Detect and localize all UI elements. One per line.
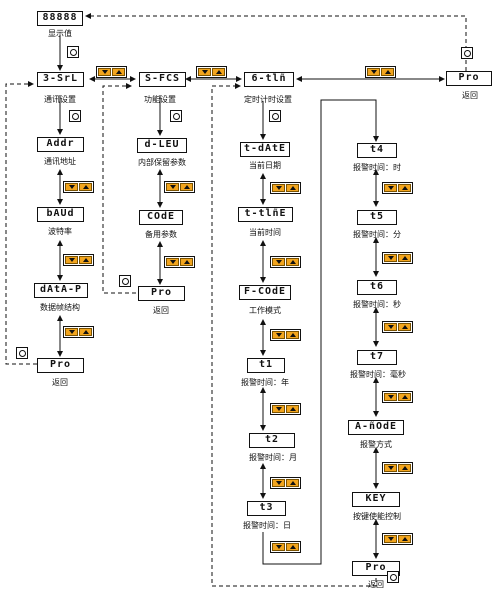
enter-key-icon — [69, 110, 81, 122]
up-down-keypad-icon — [382, 182, 413, 194]
up-down-keypad-icon — [270, 329, 301, 341]
up-down-keypad-icon — [270, 403, 301, 415]
return-func-label: 返回 — [153, 306, 169, 315]
up-down-keypad-icon — [96, 66, 127, 78]
alarm-day-lcd: t3 — [247, 501, 286, 516]
enter-key-icon — [461, 47, 473, 59]
up-down-keypad-icon — [270, 256, 301, 268]
return-comm-lcd: Pro — [37, 358, 84, 373]
current-time-lcd: t-tlñE — [238, 207, 293, 222]
current-date-lcd: t-dAtE — [240, 142, 290, 157]
comm-settings-label: 通讯设置 — [44, 95, 76, 104]
return-func-lcd: Pro — [138, 286, 185, 301]
key-enable-lcd: KEY — [352, 492, 400, 507]
up-down-keypad-icon — [63, 326, 94, 338]
alarm-mode-lcd: A-ñOdE — [348, 420, 404, 435]
alarm-hour-lcd: t4 — [357, 143, 397, 158]
return-timer-label: 返回 — [368, 580, 384, 589]
return-top-lcd: Pro — [446, 71, 492, 86]
comm-address-label: 通讯地址 — [44, 157, 76, 166]
alarm-month-label: 报警时间：月 — [249, 453, 297, 462]
enter-key-icon — [16, 347, 28, 359]
work-mode-label: 工作模式 — [249, 306, 281, 315]
alarm-year-lcd: t1 — [247, 358, 285, 373]
internal-param-label: 内部保留参数 — [138, 158, 186, 167]
function-settings-label: 功能设置 — [144, 95, 176, 104]
data-frame-lcd: dAtA-P — [34, 283, 88, 298]
return-comm-label: 返回 — [52, 378, 68, 387]
key-enable-label: 按键使能控制 — [353, 512, 401, 521]
baud-rate-label: 波特率 — [48, 227, 72, 236]
timer-settings-label: 定时计时设置 — [244, 95, 292, 104]
up-down-keypad-icon — [365, 66, 396, 78]
alarm-hour-label: 报警时间：时 — [353, 163, 401, 172]
timer-settings-lcd: 6-tlñ — [244, 72, 294, 87]
enter-key-icon — [67, 46, 79, 58]
enter-key-icon — [170, 110, 182, 122]
backup-param-lcd: COdE — [139, 210, 183, 225]
display-value-label: 显示值 — [48, 29, 72, 38]
alarm-millisecond-label: 报警时间：毫秒 — [350, 370, 406, 379]
alarm-year-label: 报警时间：年 — [241, 378, 289, 387]
alarm-mode-label: 报警方式 — [360, 440, 392, 449]
up-down-keypad-icon — [382, 321, 413, 333]
internal-param-lcd: d-LEU — [137, 138, 187, 153]
up-down-keypad-icon — [270, 182, 301, 194]
backup-param-label: 备用参数 — [145, 230, 177, 239]
alarm-minute-lcd: t5 — [357, 210, 397, 225]
return-top-label: 返回 — [462, 91, 478, 100]
alarm-second-label: 报警时间：秒 — [353, 300, 401, 309]
alarm-millisecond-lcd: t7 — [357, 350, 397, 365]
up-down-keypad-icon — [270, 477, 301, 489]
current-time-label: 当前时间 — [249, 228, 281, 237]
up-down-keypad-icon — [382, 533, 413, 545]
display-value-lcd: 88888 — [37, 11, 83, 26]
enter-key-icon — [119, 275, 131, 287]
alarm-day-label: 报警时间：日 — [243, 521, 291, 530]
up-down-keypad-icon — [196, 66, 227, 78]
up-down-keypad-icon — [63, 254, 94, 266]
up-down-keypad-icon — [382, 462, 413, 474]
work-mode-lcd: F-COdE — [239, 285, 291, 300]
up-down-keypad-icon — [164, 256, 195, 268]
baud-rate-lcd: bAUd — [37, 207, 84, 222]
enter-key-icon — [387, 571, 399, 583]
up-down-keypad-icon — [164, 181, 195, 193]
enter-key-icon — [269, 110, 281, 122]
up-down-keypad-icon — [382, 391, 413, 403]
function-settings-lcd: S-FCS — [139, 72, 186, 87]
up-down-keypad-icon — [63, 181, 94, 193]
up-down-keypad-icon — [382, 252, 413, 264]
current-date-label: 当前日期 — [249, 161, 281, 170]
comm-address-lcd: Addr — [37, 137, 84, 152]
alarm-minute-label: 报警时间：分 — [353, 230, 401, 239]
alarm-second-lcd: t6 — [357, 280, 397, 295]
comm-settings-lcd: 3-SrL — [37, 72, 84, 87]
up-down-keypad-icon — [270, 541, 301, 553]
data-frame-label: 数据帧结构 — [40, 303, 80, 312]
alarm-month-lcd: t2 — [249, 433, 295, 448]
